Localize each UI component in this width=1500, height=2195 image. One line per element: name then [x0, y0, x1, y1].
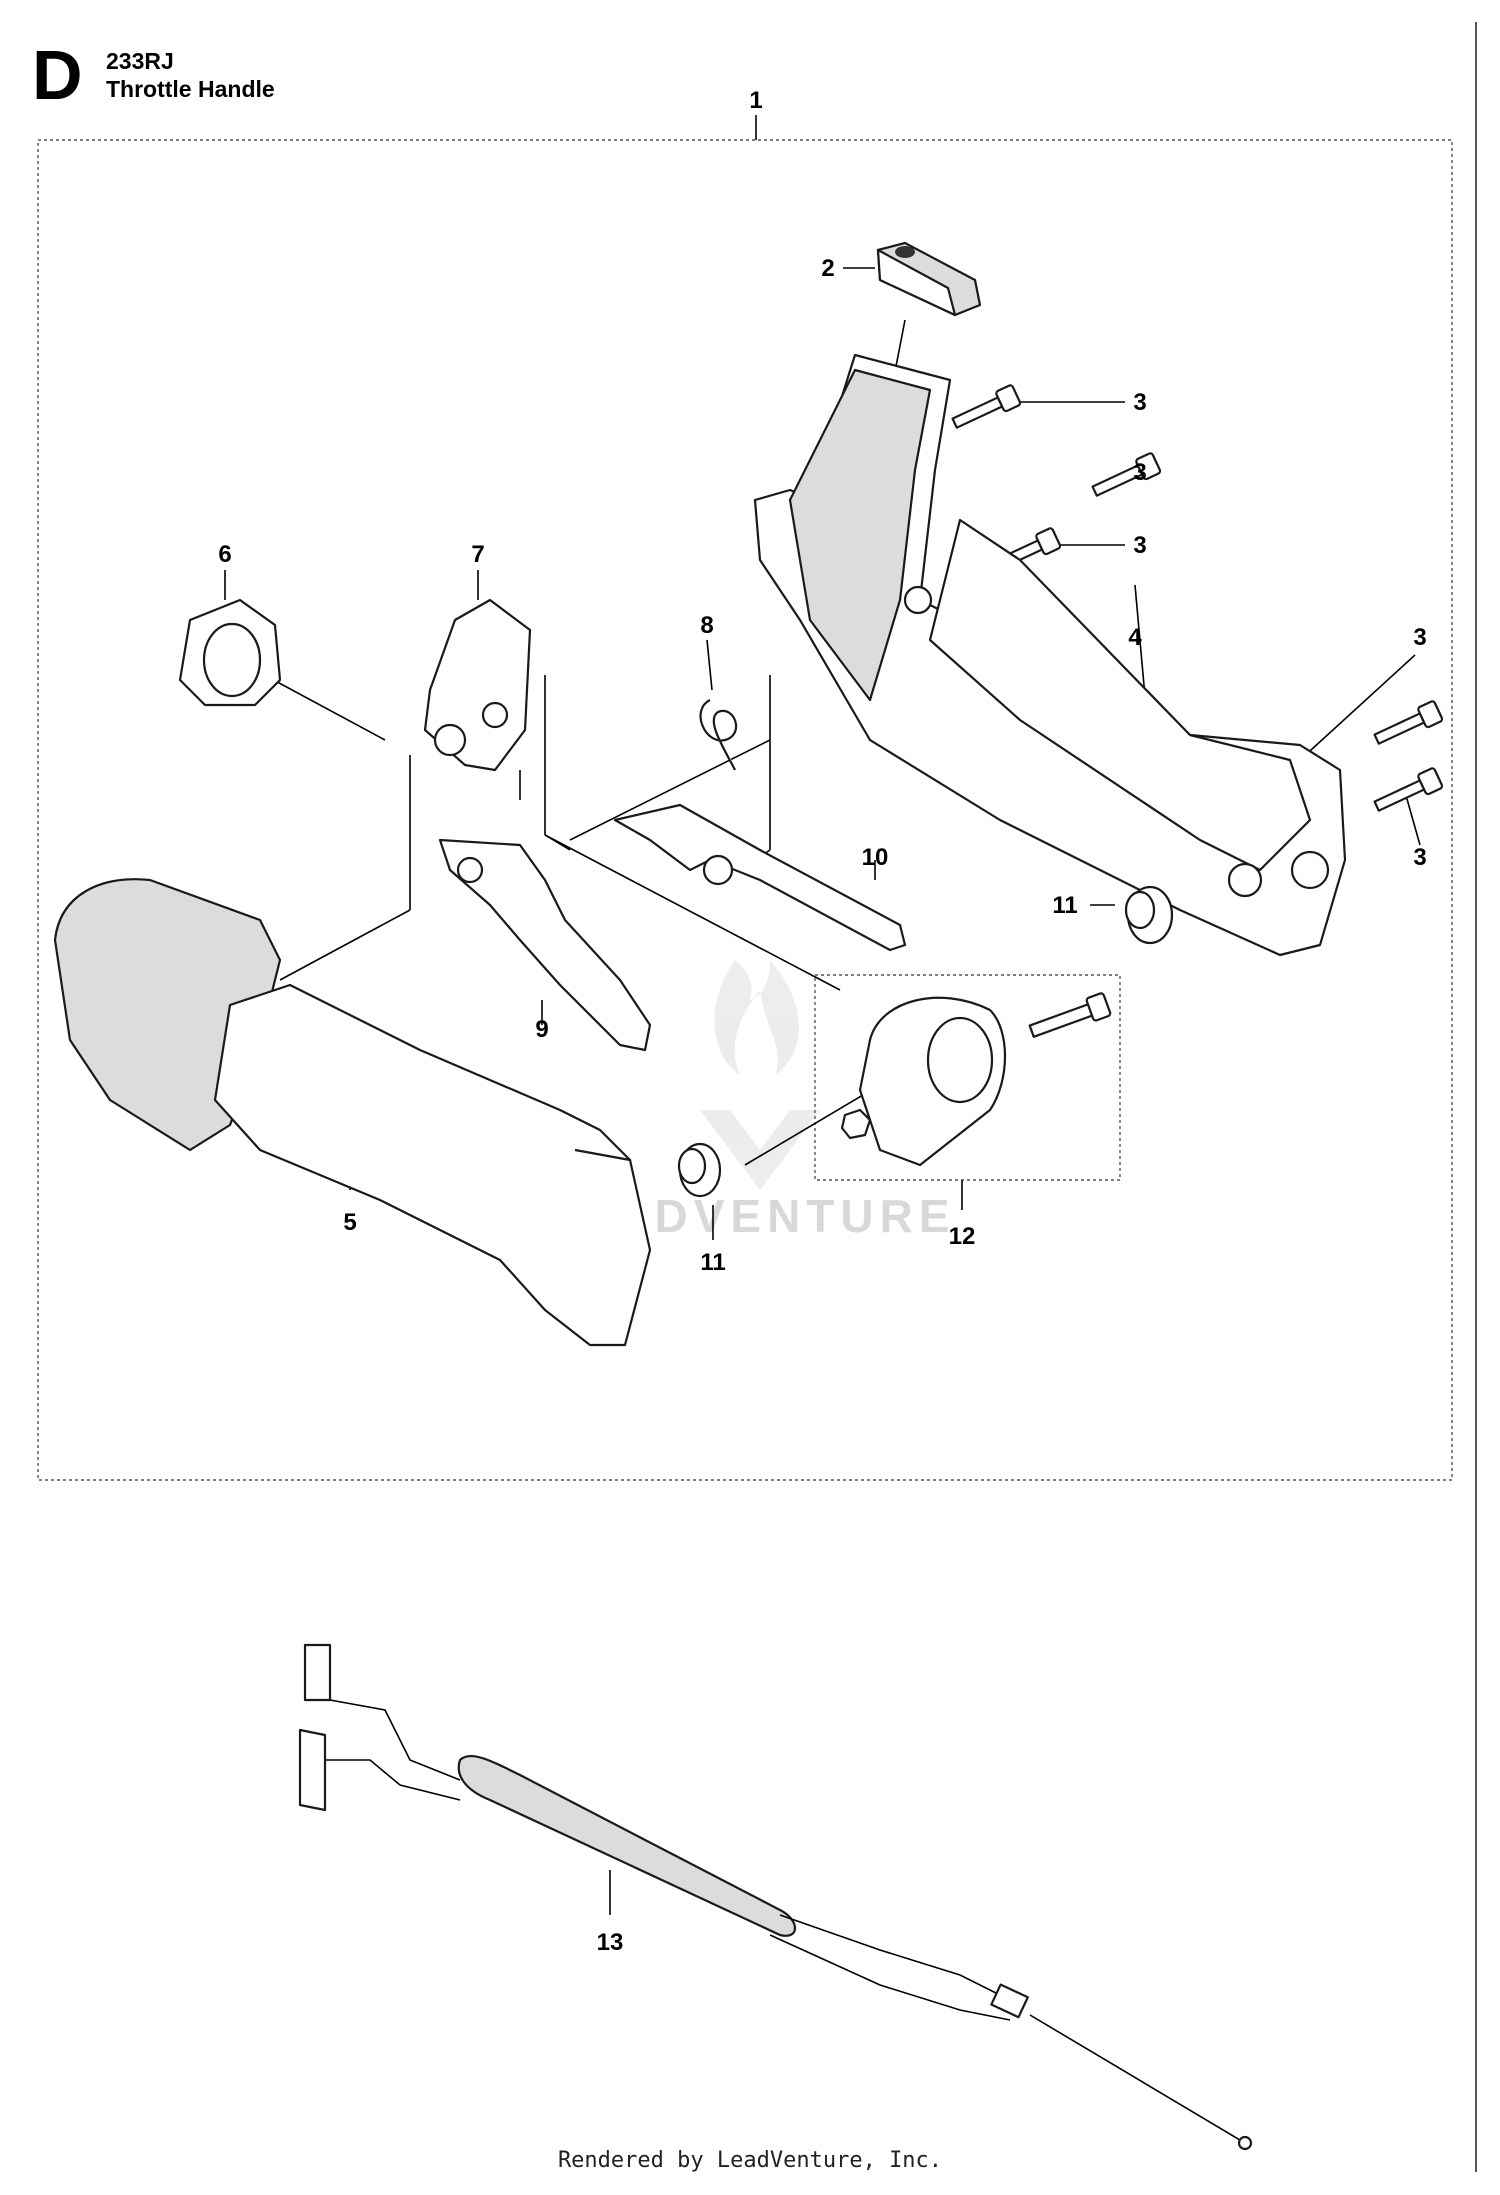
callout-4: 4	[1128, 624, 1142, 651]
model-number: 233RJ	[106, 48, 174, 74]
callout-7: 7	[471, 541, 484, 568]
callout-3d: 3	[1413, 624, 1426, 651]
callout-2: 2	[821, 255, 834, 282]
callout-11b: 11	[700, 1249, 725, 1276]
part-13-throttle-cable	[298, 1643, 1253, 2151]
part-9-throttle-trigger	[438, 838, 652, 1052]
callout-3a: 3	[1133, 389, 1146, 416]
part-6-bearing-ring	[178, 598, 282, 707]
part-10-throttle-lever	[613, 803, 907, 952]
part-8-spring	[699, 699, 738, 771]
part-5-handle-grip	[53, 878, 652, 1347]
page-edge-line	[1475, 22, 1477, 2172]
diagram-title: Throttle Handle	[106, 76, 275, 102]
callout-13: 13	[597, 1929, 624, 1956]
part-11-dampers	[677, 885, 1174, 1198]
part-3-screws	[951, 384, 1444, 812]
assembly-1-boundary	[37, 139, 1453, 1481]
callout-labels: 1 2 3 3 3 3 3 4 5 6 7 8 9 10 11 11 12 13	[218, 87, 1426, 1956]
watermark-logo	[700, 960, 820, 1190]
assembly-12-boundary	[814, 974, 1121, 1181]
part-2-lockout-button	[876, 241, 982, 317]
part-7-handle-insert	[423, 598, 532, 772]
callout-8: 8	[700, 612, 713, 639]
part-12-bracket-assembly	[840, 992, 1112, 1167]
callout-3b: 3	[1133, 459, 1146, 486]
leader-lines	[224, 115, 1421, 1915]
callout-5: 5	[343, 1209, 356, 1236]
callout-3e: 3	[1413, 844, 1426, 871]
section-letter: D	[32, 36, 83, 114]
callout-12: 12	[949, 1223, 976, 1250]
part-4-handle-housing	[753, 353, 1347, 957]
callout-1: 1	[749, 87, 762, 114]
callout-10: 10	[862, 844, 889, 871]
callout-9: 9	[535, 1016, 548, 1043]
callout-11a: 11	[1052, 892, 1077, 919]
callout-6: 6	[218, 541, 231, 568]
callout-3c: 3	[1133, 532, 1146, 559]
footer-credit: Rendered by LeadVenture, Inc.	[557, 2148, 943, 2173]
